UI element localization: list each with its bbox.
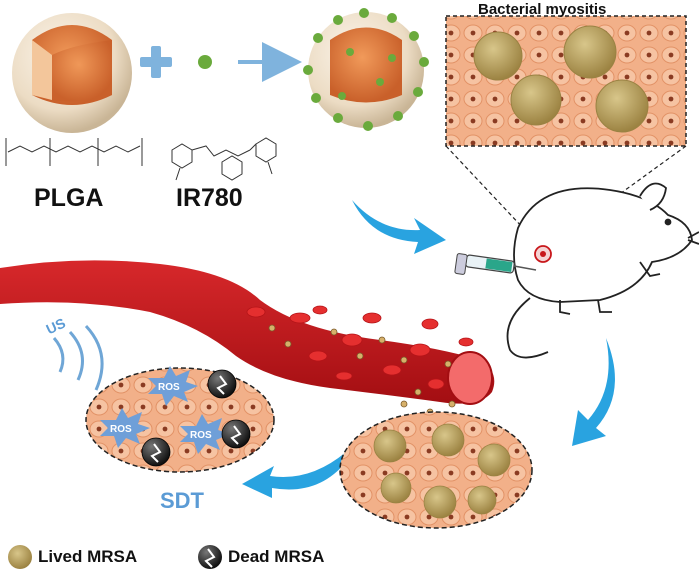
plga-label: PLGA — [34, 184, 104, 212]
ros-label-3: ROS — [190, 430, 212, 441]
ultrasound-wave-icon — [52, 324, 104, 391]
infected-tissue-oval — [339, 411, 533, 529]
ir780-molecule-dot — [198, 55, 212, 69]
blood-vessel — [0, 260, 495, 416]
legend-lived-icon — [8, 545, 32, 569]
sdt-label: SDT — [160, 488, 204, 513]
ros-burst-icon — [100, 366, 230, 454]
curved-arrow-icon — [352, 200, 446, 254]
legend-dead-icon — [198, 545, 222, 569]
ir780-loaded-nanoparticle — [303, 8, 429, 131]
plus-icon — [140, 46, 172, 78]
plga-structure — [5, 138, 143, 166]
curved-arrow-icon-right — [572, 338, 615, 446]
curved-arrow-icon-bottom — [242, 452, 346, 498]
ros-label-1: ROS — [158, 382, 180, 393]
legend-dead-label: Dead MRSA — [228, 547, 325, 566]
legend-lived-label: Lived MRSA — [38, 547, 138, 566]
ir780-structure — [171, 137, 277, 181]
bacterial-myositis-title: Bacterial myositis — [478, 1, 607, 18]
bacterial-myositis-panel — [445, 15, 687, 147]
ir780-label: IR780 — [176, 184, 243, 212]
ros-label-2: ROS — [110, 424, 132, 435]
treated-tissue-oval — [85, 366, 275, 473]
mouse-icon — [506, 182, 699, 359]
plga-nanosphere-cut — [12, 13, 132, 133]
syringe-icon — [454, 253, 537, 275]
